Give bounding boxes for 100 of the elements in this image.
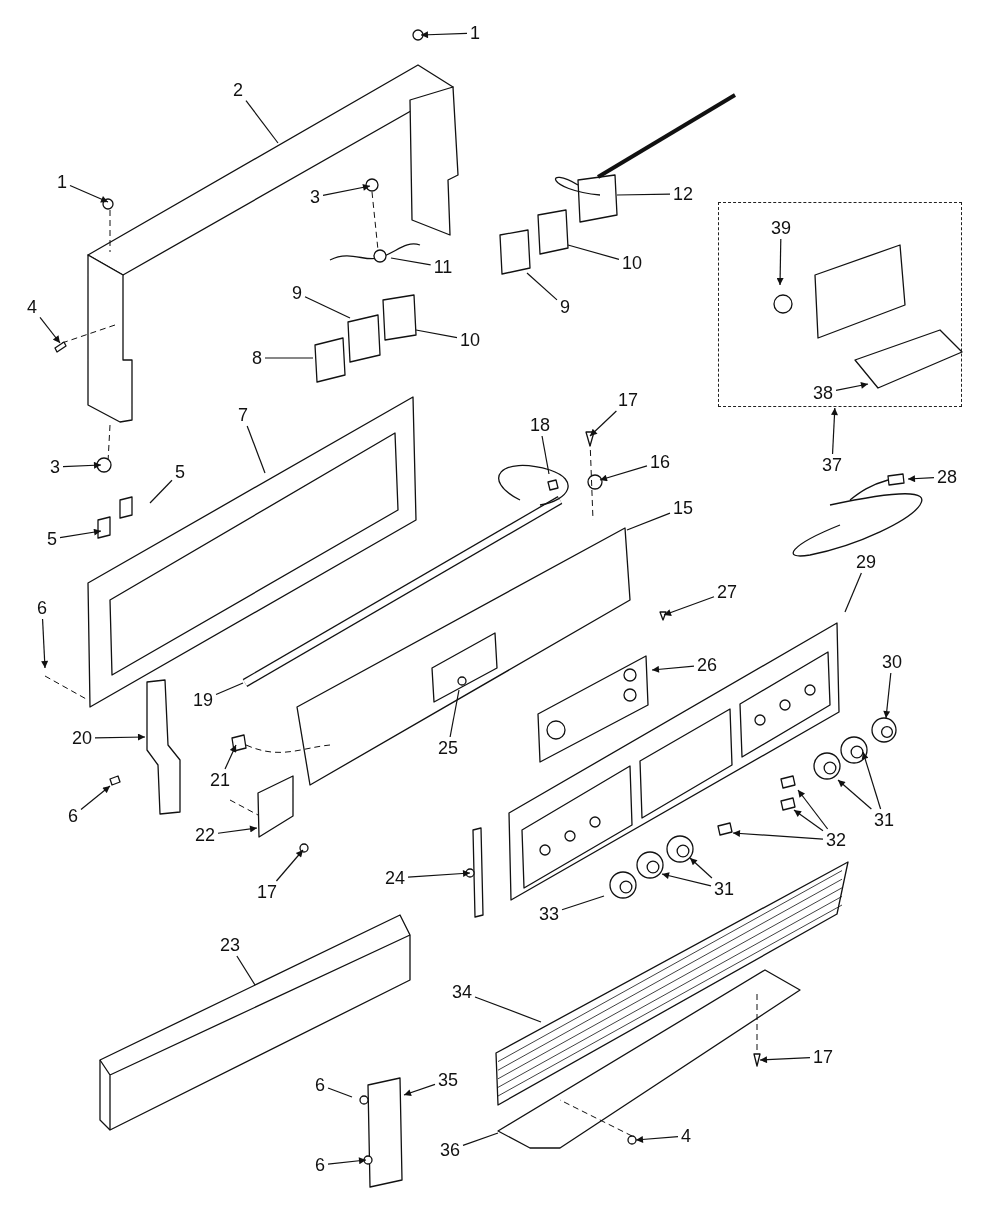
leader-line [831,407,838,455]
leader-line [616,193,671,196]
callout-number: 22 [194,825,216,845]
callout-number: 1 [469,23,481,43]
leader-line [462,1132,499,1146]
leader-line [449,689,460,738]
leader-line [59,528,102,539]
callout-number: 37 [821,455,843,475]
callout-number: 10 [459,330,481,350]
callout-number: 27 [716,582,738,602]
callout-number: 6 [314,1155,326,1175]
leader-line [403,1083,436,1097]
callout-number: 2 [232,80,244,100]
leader-line [245,100,279,144]
callout-number: 6 [36,598,48,618]
leader-line [732,830,824,840]
leader-line [759,1056,811,1064]
callout-number: 34 [451,982,473,1002]
leader-line [80,785,111,811]
leader-line [561,895,605,911]
leader-line [661,872,712,887]
callout-number: 10 [621,253,643,273]
leader-line [39,316,61,344]
callout-number: 5 [174,462,186,482]
leader-line [663,596,715,616]
dashed-group-frame [718,202,962,407]
leader-line [94,733,146,741]
leader-line [327,1157,367,1165]
callout-number: 33 [538,904,560,924]
leader-line [224,744,237,770]
leader-line [420,31,468,39]
leader-line [635,1135,679,1143]
callout-number: 39 [770,218,792,238]
callout-number: 17 [256,882,278,902]
leader-line [589,410,617,437]
leader-line [474,996,542,1023]
leader-line [217,825,258,834]
leader-line [41,618,49,669]
leader-line [236,955,256,986]
leader-line [689,857,713,879]
leader-line [215,682,244,696]
callout-number: 6 [67,806,79,826]
leader-line [526,272,558,301]
leader-line [793,809,824,832]
leader-line [246,425,266,474]
callout-number: 31 [873,810,895,830]
callout-number: 21 [209,770,231,790]
callout-number: 30 [881,652,903,672]
leader-line [541,435,550,475]
callout-number: 24 [384,868,406,888]
leader-line [567,244,620,260]
callout-number: 35 [437,1070,459,1090]
callout-number: 28 [936,467,958,487]
callout-number: 29 [855,552,877,572]
callout-number: 32 [825,830,847,850]
callout-number: 16 [649,452,671,472]
callout-number: 11 [432,257,454,277]
callout-number: 26 [696,655,718,675]
callout-number: 7 [237,405,249,425]
leader-line [844,572,862,613]
callout-number: 1 [56,172,68,192]
callout-number: 17 [812,1047,834,1067]
leader-line [327,1087,353,1098]
leader-line [907,475,935,483]
leader-line [304,296,351,319]
leader-line [651,665,695,673]
callout-number: 4 [680,1126,692,1146]
callout-number: 3 [309,187,321,207]
callout-number: 15 [672,498,694,518]
callout-number: 36 [439,1140,461,1160]
leader-line [776,238,784,286]
leader-line [264,357,314,359]
callout-number: 19 [192,690,214,710]
callout-number: 6 [314,1075,326,1095]
callout-number: 12 [672,184,694,204]
callout-number: 3 [49,457,61,477]
leader-line [861,751,882,810]
leader-line [69,184,109,203]
callout-number: 5 [46,529,58,549]
callout-number: 31 [713,879,735,899]
leader-line [415,329,458,339]
callout-number: 23 [219,935,241,955]
callout-number: 17 [617,390,639,410]
leader-line [62,461,102,469]
callout-number: 4 [26,297,38,317]
callout-number: 8 [251,348,263,368]
leader-line [275,849,304,882]
leader-line [390,257,432,266]
leader-line [626,512,671,531]
leader-line [797,789,829,830]
leader-line [835,381,869,391]
callout-number: 9 [291,283,303,303]
leader-line [322,183,371,196]
leader-line [599,465,648,482]
callout-number: 18 [529,415,551,435]
leader-line [149,479,173,504]
leader-line [407,869,471,878]
callout-number: 20 [71,728,93,748]
callout-number: 9 [559,297,571,317]
leader-line [837,779,872,810]
